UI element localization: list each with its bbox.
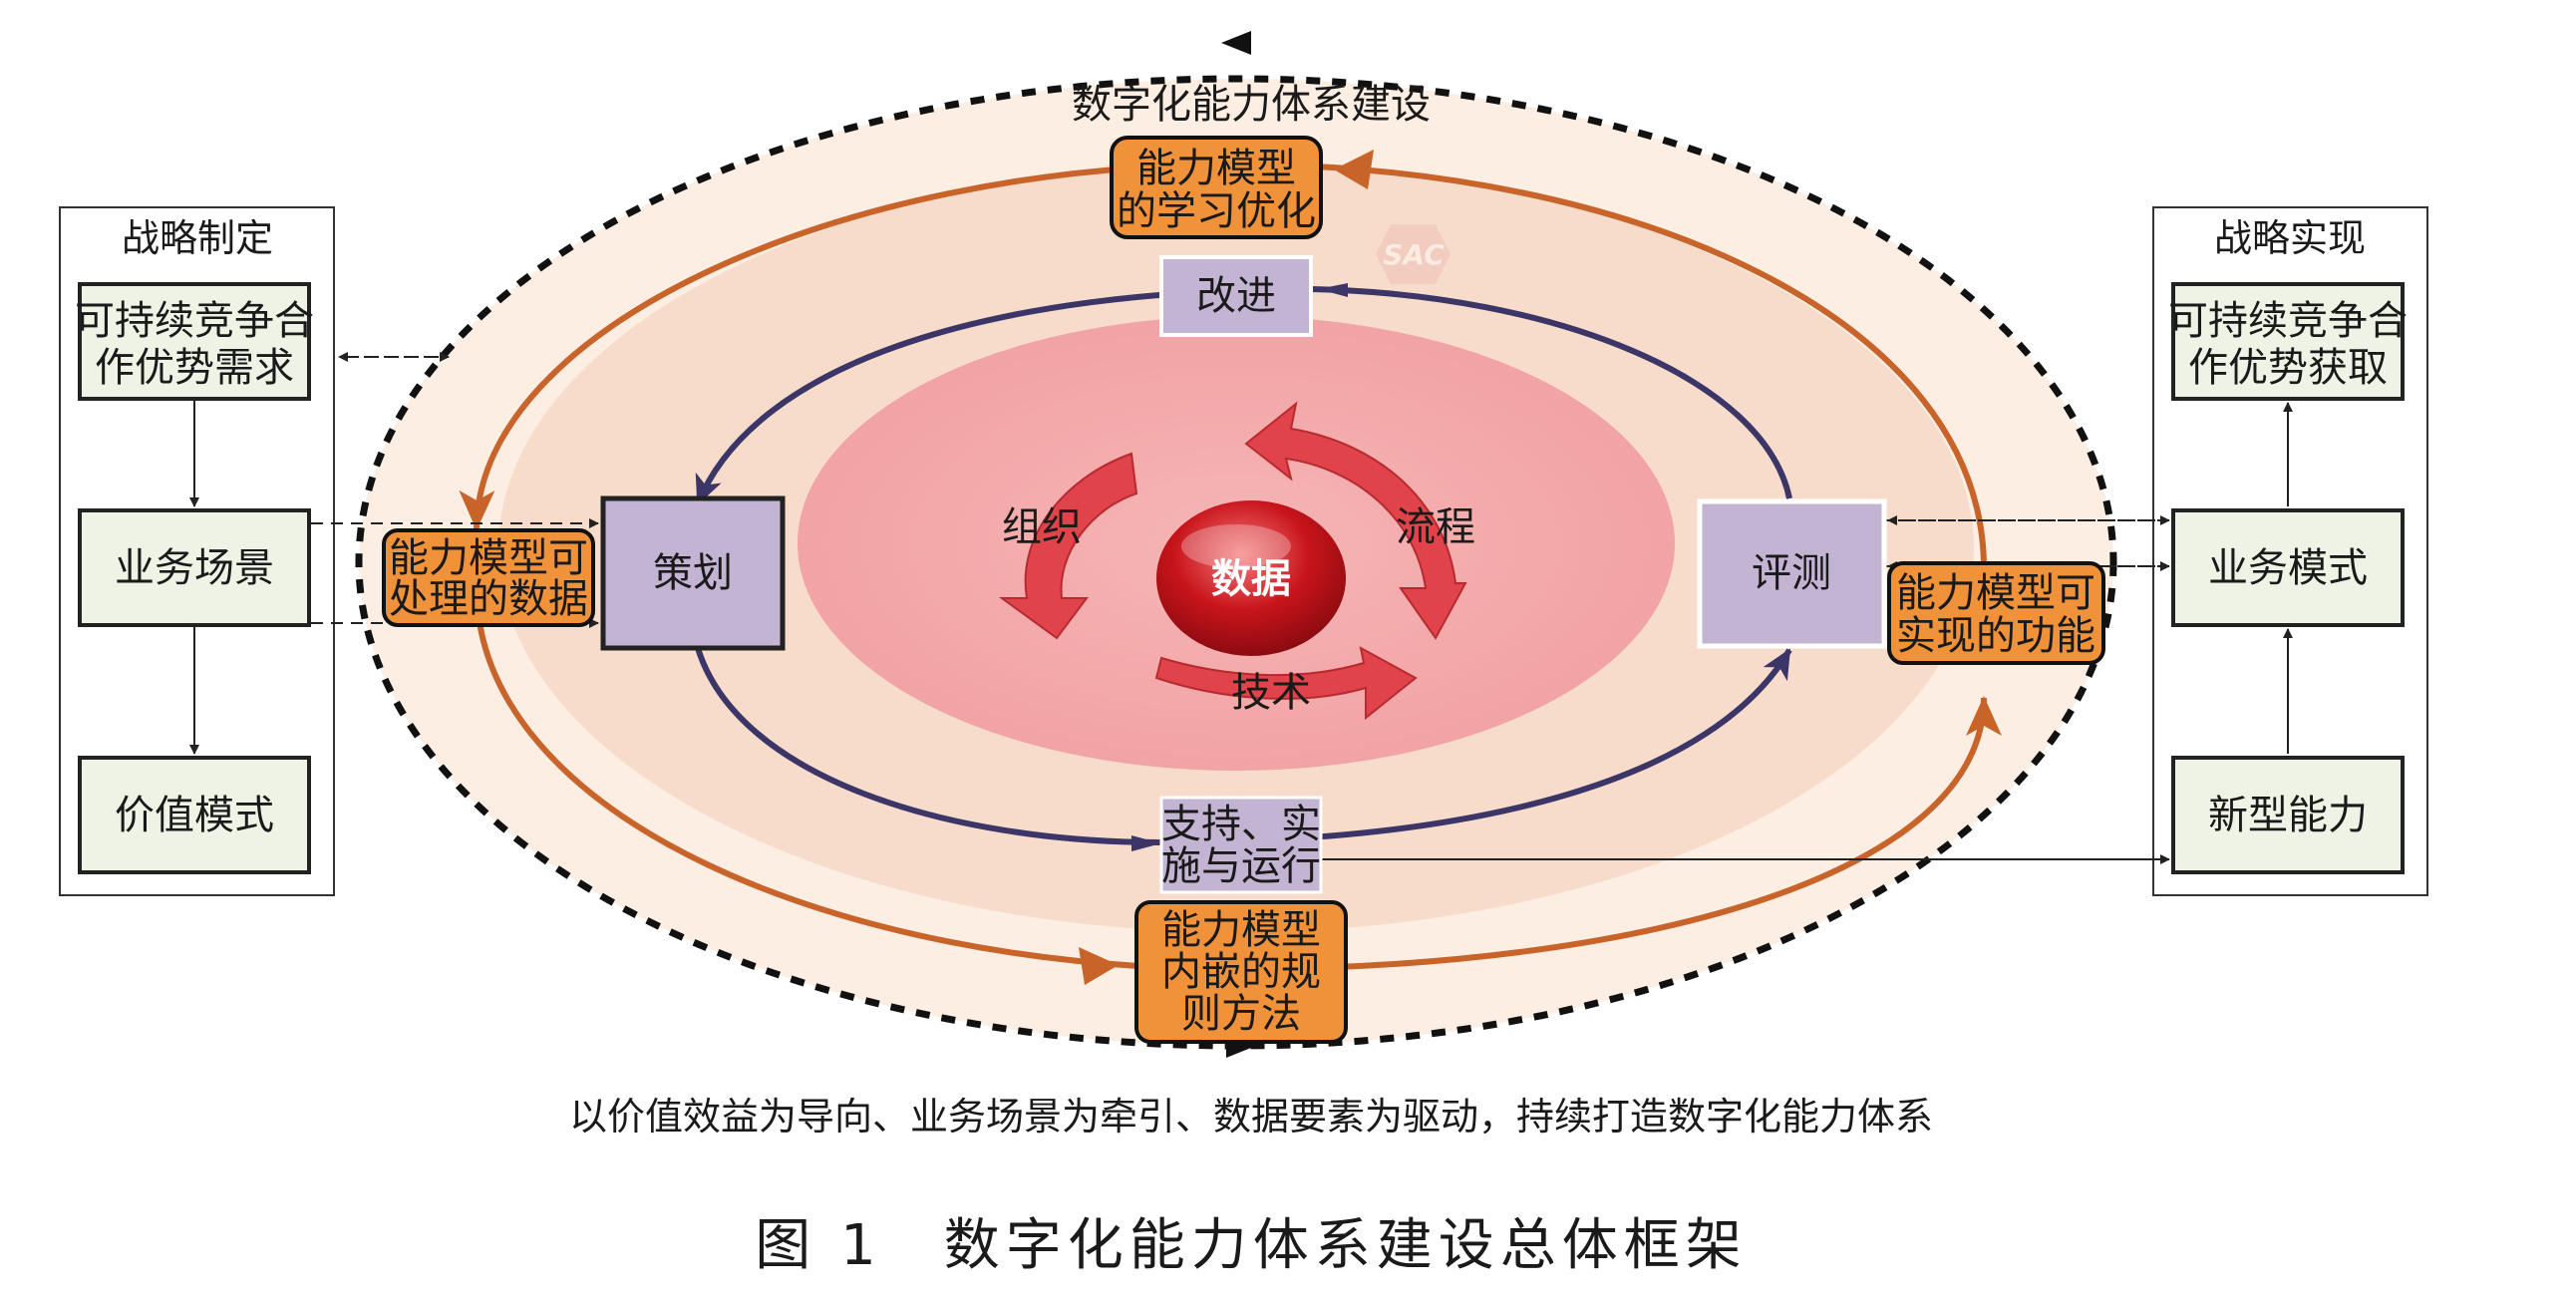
left-panel-title: 战略制定 [122,216,273,260]
purple-box-support: 支持、实 施与运行 [1159,796,1323,894]
purple-box-evaluate: 评测 [1697,498,1887,649]
left-box-scene-label: 业务场景 [115,545,274,591]
core-technology-label: 技术 [1231,670,1311,716]
orange-box-learning-line2: 的学习优化 [1117,188,1316,234]
orange-box-data-line1: 能力模型可 [389,535,588,581]
left-box-demand-line1: 可持续竞争合 [75,298,314,344]
purple-arrowhead-bottom [1131,835,1161,851]
left-box-demand-line2: 作优势需求 [95,345,294,391]
core-cycle: 数据 组织 流程 技术 [998,401,1475,721]
orange-box-learning-line1: 能力模型 [1136,146,1296,191]
left-box-value-label: 价值模式 [115,793,274,838]
orange-arrowhead-bottom [1079,947,1119,985]
left-box-scene [78,508,311,627]
purple-box-support-line2: 施与运行 [1161,843,1321,889]
right-panel: 战略实现 可持续竞争合 作优势获取 业务模式 新型能力 [2152,206,2428,896]
right-box-business [2171,508,2405,627]
ring-title: 数字化能力体系建设 [1072,82,1431,128]
orange-arrowhead-top [1334,150,1374,189]
orange-box-function-line2: 实现的功能 [1896,613,2095,659]
right-panel-title: 战略实现 [2214,216,2366,260]
orange-box-data-line2: 处理的数据 [389,576,588,622]
purple-box-improve-label: 改进 [1196,273,1276,319]
right-box-acquire [2171,282,2405,401]
orange-box-rules-line1: 能力模型 [1161,907,1321,953]
orange-box-rules-line2: 内嵌的规 [1161,949,1321,995]
red-arrow-process [1244,401,1467,640]
orange-box-function: 能力模型可 实现的功能 [1887,561,2105,665]
dashed-loop-arrow-top [1221,31,1251,55]
sac-watermark-text: SAC [1383,238,1445,271]
left-box-value [78,756,311,874]
orange-box-rules-line3: 则方法 [1181,991,1301,1037]
core-organization-label: 组织 [1002,504,1082,550]
subtitle: 以价值效益为导向、业务场景为牵引、数据要素为驱动，持续打造数字化能力体系 [569,1095,1933,1139]
left-box-demand [78,282,311,401]
right-box-acquire-line1: 可持续竞争合 [2168,298,2408,344]
orange-box-data: 能力模型可 处理的数据 [382,528,595,627]
right-box-capability-label: 新型能力 [2208,793,2368,838]
right-box-capability [2171,756,2405,874]
purple-box-evaluate-label: 评测 [1752,550,1831,596]
core-process-label: 流程 [1396,504,1475,550]
purple-box-plan-label: 策划 [653,550,733,596]
center-data-node [1156,500,1346,656]
red-arrow-technology [1154,646,1418,721]
figure-caption: 图 1 数字化能力体系建设总体框架 [755,1213,1747,1278]
orange-box-learning: 能力模型 的学习优化 [1110,136,1323,239]
center-data-label: 数据 [1211,556,1291,602]
left-panel: 战略制定 可持续竞争合 作优势需求 业务场景 价值模式 [59,206,335,896]
sac-watermark: SAC [1376,224,1450,284]
red-arrow-organization [998,452,1138,640]
purple-box-improve: 改进 [1159,255,1313,337]
right-box-business-label: 业务模式 [2208,545,2368,591]
orange-box-rules: 能力模型 内嵌的规 则方法 [1134,900,1348,1044]
purple-arrowhead-top [1318,283,1348,297]
orange-box-function-line1: 能力模型可 [1896,570,2095,616]
right-box-acquire-line2: 作优势获取 [2188,345,2388,391]
purple-box-plan: 策划 [600,495,786,651]
purple-box-support-line1: 支持、实 [1161,802,1321,847]
